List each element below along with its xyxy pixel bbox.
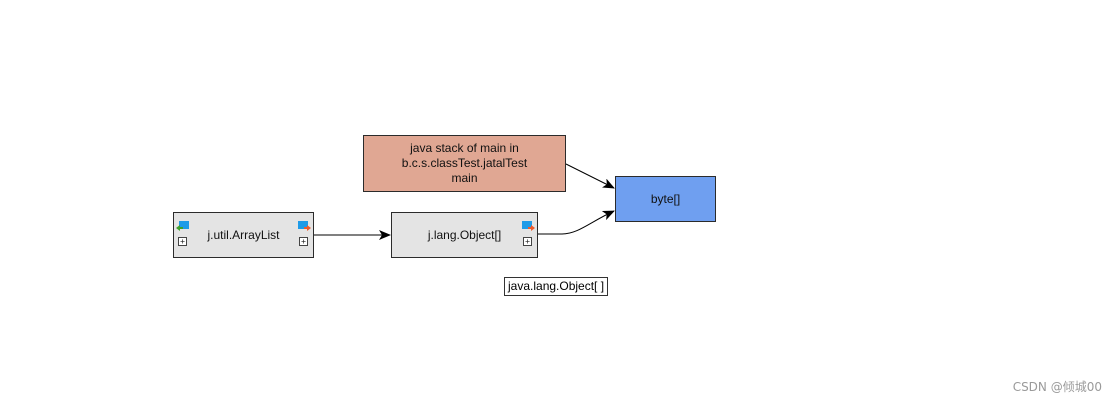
edge-object-to-byte (538, 210, 615, 235)
navigate-out-icon[interactable] (298, 221, 311, 233)
arraylist-label: j.util.ArrayList (207, 227, 280, 242)
byte-array-label: byte[] (650, 191, 681, 206)
expand-plus-icon[interactable]: + (178, 237, 187, 246)
navigate-out-icon[interactable] (522, 221, 535, 233)
expand-plus-icon[interactable]: + (523, 237, 532, 246)
object-tooltip: java.lang.Object[ ] (504, 277, 609, 296)
java-stack-line-2: b.c.s.classTest.jatalTest (401, 156, 528, 170)
object-array-label: j.lang.Object[] (427, 227, 502, 242)
expand-plus-icon[interactable]: + (299, 237, 308, 246)
byte-array-node[interactable]: byte[] (615, 176, 716, 222)
java-stack-line-1: java stack of main in (410, 141, 519, 155)
navigate-in-icon[interactable] (176, 221, 189, 233)
java-stack-line-3: main (451, 171, 478, 185)
java-stack-node[interactable]: java stack of main in b.c.s.classTest.ja… (363, 135, 566, 192)
watermark: CSDN @倾城00 (1012, 380, 1102, 394)
object-array-node[interactable]: j.lang.Object[] + (391, 212, 538, 258)
java-stack-label: java stack of main in b.c.s.classTest.ja… (402, 141, 527, 186)
edge-stack-to-byte (565, 163, 615, 189)
arraylist-node[interactable]: + j.util.ArrayList + (173, 212, 314, 258)
